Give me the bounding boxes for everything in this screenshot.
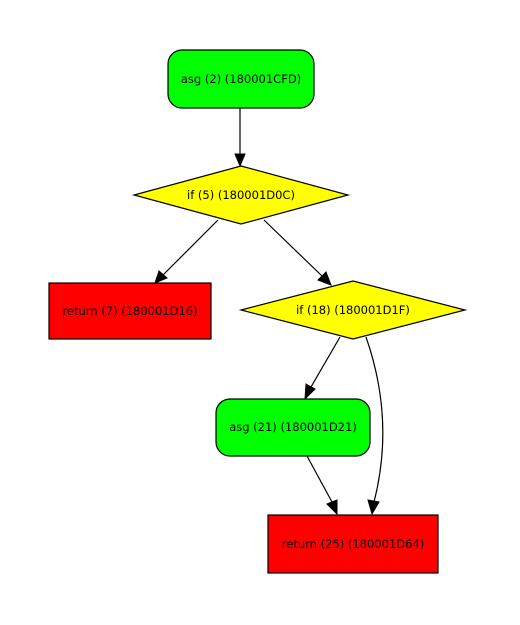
- arrowhead-n2-n5: [234, 153, 246, 168]
- edge-n5-n7: [162, 219, 219, 276]
- node-asg-21-shape: [215, 398, 371, 457]
- node-if-5-label: if (5) (180001D0C): [187, 188, 295, 202]
- node-return-25-label: return (25) (180001D64): [282, 537, 424, 551]
- node-return-25[interactable]: return (25) (180001D64): [267, 514, 439, 574]
- arrowhead-n18-n21: [304, 383, 316, 401]
- node-if-18-label: if (18) (180001D1F): [296, 303, 410, 317]
- node-return-7-shape: [48, 282, 212, 340]
- node-return-7[interactable]: return (7) (180001D16): [48, 282, 212, 340]
- node-if-18[interactable]: if (18) (180001D1F): [238, 280, 468, 340]
- node-asg-21[interactable]: asg (21) (180001D21): [215, 398, 371, 457]
- nodes-layer: asg (2) (180001CFD) if (5) (180001D0C) r…: [48, 49, 468, 574]
- arrowhead-n21-n25: [326, 499, 338, 516]
- node-if-5[interactable]: if (5) (180001D0C): [131, 165, 351, 225]
- edge-n18-n25: [365, 336, 384, 503]
- arrowhead-n5-n7: [154, 270, 168, 284]
- node-asg-2-label: asg (2) (180001CFD): [181, 72, 301, 86]
- edge-n5-n18: [263, 219, 323, 277]
- node-return-7-label: return (7) (180001D16): [62, 304, 197, 318]
- edge-n21-n25: [306, 455, 333, 503]
- edges-layer: [154, 108, 384, 516]
- node-if-5-shape: [131, 165, 351, 225]
- arrowhead-n18-n25: [367, 499, 380, 516]
- node-return-25-shape: [267, 514, 439, 574]
- node-asg-2-shape: [167, 49, 315, 109]
- node-asg-21-label: asg (21) (180001D21): [229, 420, 357, 434]
- arrowhead-n5-n18: [317, 271, 332, 286]
- node-asg-2[interactable]: asg (2) (180001CFD): [167, 49, 315, 109]
- edge-n18-n21: [310, 336, 341, 388]
- node-if-18-shape: [238, 280, 468, 340]
